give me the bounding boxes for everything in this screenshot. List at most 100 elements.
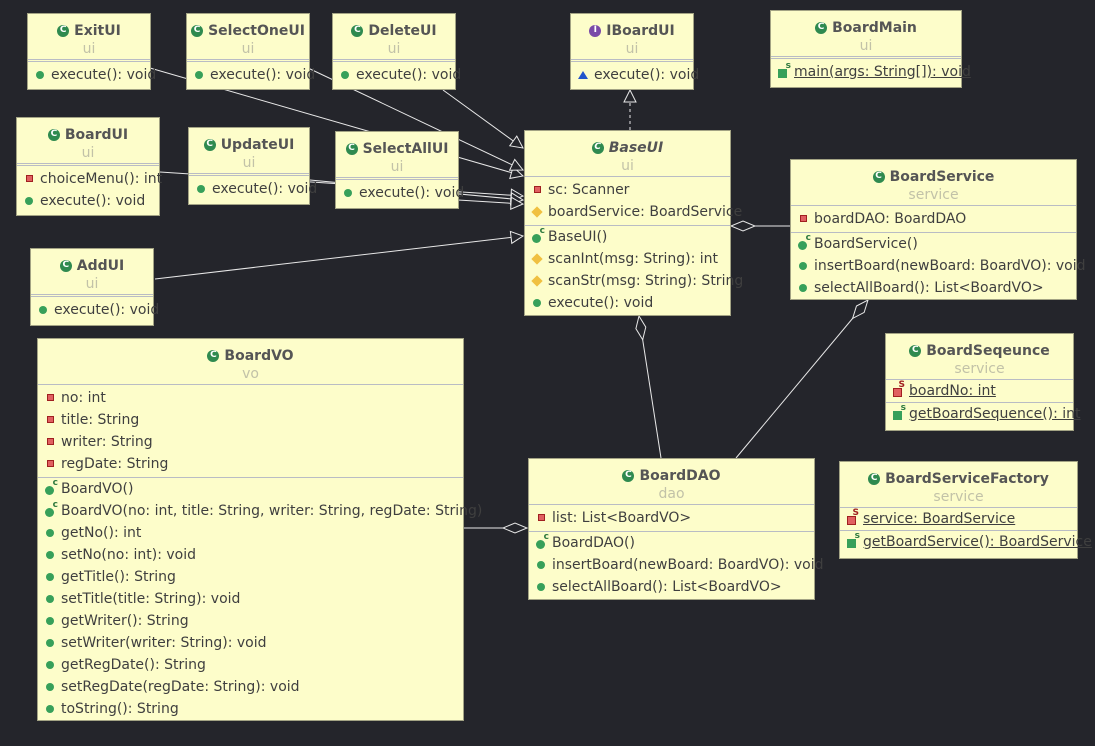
constructor-icon (535, 532, 549, 549)
static-field-icon (846, 508, 859, 525)
package-label: ui (387, 40, 401, 57)
class-name: BaseUI (608, 139, 664, 156)
private-field-icon (46, 394, 54, 401)
class-icon: C (59, 259, 72, 272)
field: no: int (38, 387, 463, 409)
method: execute(): void (189, 178, 317, 200)
public-method-icon (46, 682, 54, 691)
public-method-icon (344, 188, 352, 197)
method: execute(): void (187, 64, 315, 86)
method: execute(): void (333, 64, 461, 86)
method: execute(): void (336, 182, 464, 204)
method: main(args: String[]): void (771, 61, 971, 83)
package-label: service (933, 488, 984, 505)
public-method-icon (341, 70, 349, 79)
class-name: ExitUI (74, 22, 121, 39)
field: service: BoardService (840, 508, 1077, 530)
package-label: ui (82, 40, 96, 57)
public-method-icon (46, 528, 54, 537)
method: insertBoard(newBoard: BoardVO): void (529, 554, 824, 576)
class-name: BoardUI (64, 126, 129, 143)
field: boardNo: int (886, 380, 1073, 402)
package-label: service (954, 360, 1005, 377)
class-boardservice[interactable]: C BoardService service boardDAO: BoardDAO… (790, 159, 1086, 300)
abstract-method-icon (578, 70, 588, 79)
class-name: BoardService (889, 168, 995, 185)
class-icon: C (872, 170, 885, 183)
boardservice-has-boarddao (735, 300, 868, 459)
method: setTitle(title: String): void (38, 588, 463, 610)
class-icon: C (47, 128, 60, 141)
public-method-icon (533, 298, 541, 307)
constructor: BoardVO() (38, 478, 463, 500)
method: execute(): void (17, 190, 159, 212)
constructor-icon (44, 500, 58, 517)
constructor: BoardVO(no: int, title: String, writer: … (38, 500, 482, 522)
method: selectAllBoard(): List<BoardVO> (791, 277, 1076, 299)
public-method-icon (25, 196, 33, 205)
class-name: BoardServiceFactory (885, 470, 1049, 487)
method: getBoardService(): BoardService (840, 531, 1092, 553)
class-name: BoardDAO (639, 467, 721, 484)
private-field-icon (537, 514, 545, 521)
private-field-icon (533, 186, 541, 193)
class-icon: C (57, 24, 70, 37)
selectallui-extends-baseui (457, 200, 523, 204)
method: getRegDate(): String (38, 654, 463, 676)
public-method-icon (46, 550, 54, 559)
class-icon: C (207, 349, 220, 362)
method: getTitle(): String (38, 566, 463, 588)
public-method-icon (195, 70, 203, 79)
method: toString(): String (38, 698, 463, 720)
baseui-has-boarddao (639, 316, 662, 459)
method: execute(): void (31, 299, 159, 321)
class-name: AddUI (76, 257, 125, 274)
class-name: UpdateUI (220, 136, 295, 153)
public-method-icon (799, 283, 807, 292)
class-icon: C (351, 24, 364, 37)
method: execute(): void (525, 292, 730, 314)
method: getBoardSequence(): int (886, 403, 1081, 425)
class-boardui[interactable]: C BoardUI ui choiceMenu(): int execute():… (16, 117, 162, 216)
method: scanStr(msg: String): String (525, 270, 743, 292)
public-method-icon (46, 594, 54, 603)
field: sc: Scanner (525, 179, 730, 201)
package-label: ui (81, 144, 95, 161)
interface-icon: I (589, 24, 602, 37)
public-method-icon (197, 184, 205, 193)
method: execute(): void (571, 64, 699, 86)
public-method-icon (46, 704, 54, 713)
package-label: ui (859, 37, 873, 54)
method: choiceMenu(): int (17, 168, 162, 190)
package-label: ui (625, 40, 639, 57)
public-method-icon (537, 582, 545, 591)
field: boardDAO: BoardDAO (791, 208, 1076, 230)
method: insertBoard(newBoard: BoardVO): void (791, 255, 1086, 277)
constructor-icon (531, 226, 545, 243)
field: boardService: BoardService (525, 201, 742, 223)
method: scanInt(msg: String): int (525, 248, 730, 270)
package-label: service (908, 186, 959, 203)
class-name: SelectOneUI (208, 22, 305, 39)
method: setNo(no: int): void (38, 544, 463, 566)
package-label: ui (621, 157, 634, 174)
class-name: BoardSeqeunce (926, 342, 1050, 359)
method: setRegDate(regDate: String): void (38, 676, 463, 698)
protected-member-icon (531, 205, 543, 218)
class-icon: C (815, 21, 828, 34)
static-method-icon (892, 403, 906, 420)
public-method-icon (46, 616, 54, 625)
